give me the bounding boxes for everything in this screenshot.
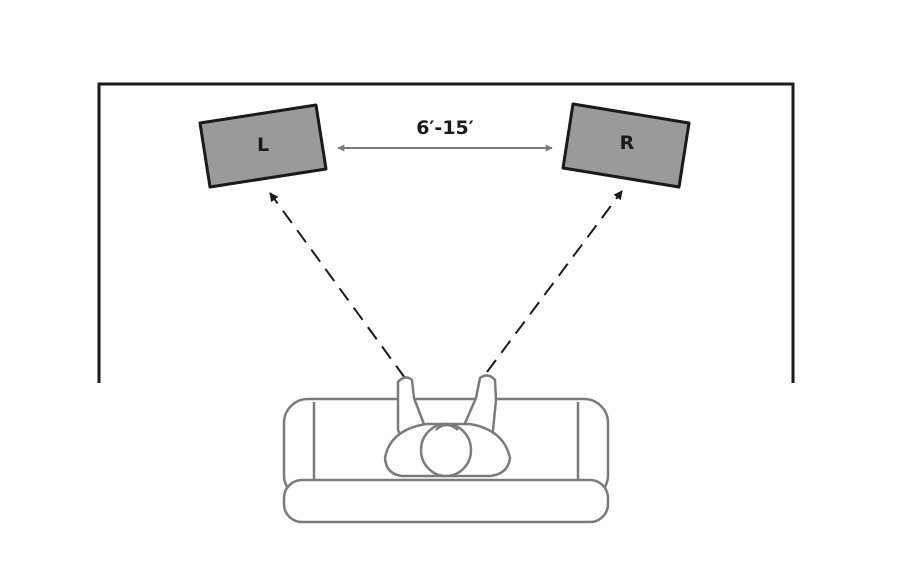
room-walls — [97, 82, 795, 383]
right-listening-line — [486, 190, 623, 373]
right-speaker: R — [561, 102, 691, 189]
right-speaker-label: R — [620, 132, 635, 154]
sofa — [282, 397, 610, 524]
distance-label: 6′-15′ — [416, 117, 474, 139]
left-speaker: L — [198, 103, 328, 189]
left-speaker-label: L — [257, 134, 269, 156]
left-listening-line — [269, 192, 406, 379]
listener — [383, 374, 512, 478]
